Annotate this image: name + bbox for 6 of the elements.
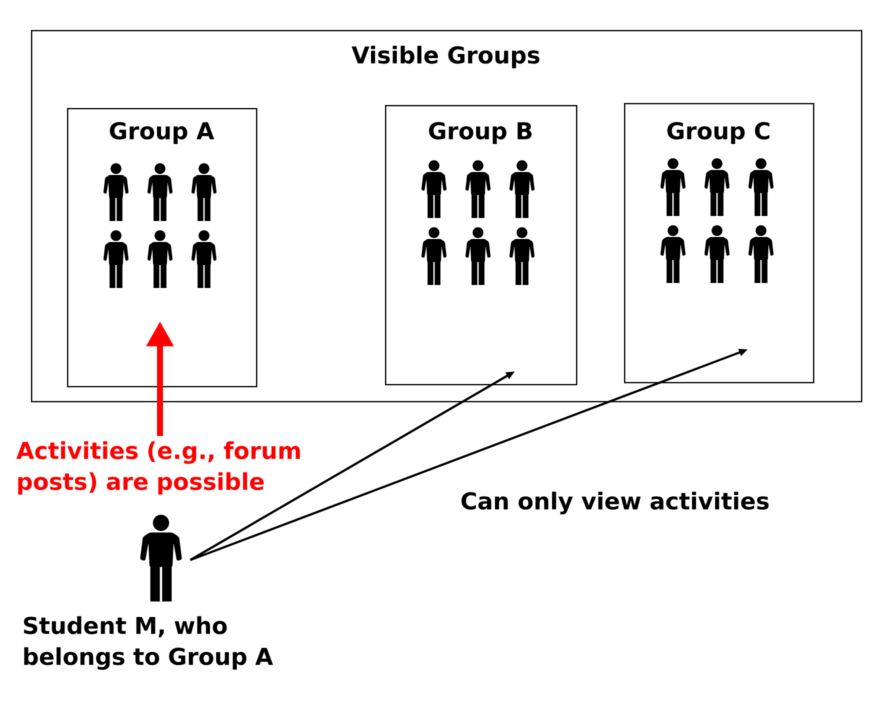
group-box: Group C (624, 103, 814, 384)
group-box: Group B (385, 105, 578, 386)
annotation: Can only view activities (462, 492, 769, 514)
group-box: Group A (67, 108, 258, 388)
node-label: Student M, who belongs to Group A (24, 616, 273, 670)
edge-label: Activities (e.g., forum posts) are possible (16, 441, 300, 495)
